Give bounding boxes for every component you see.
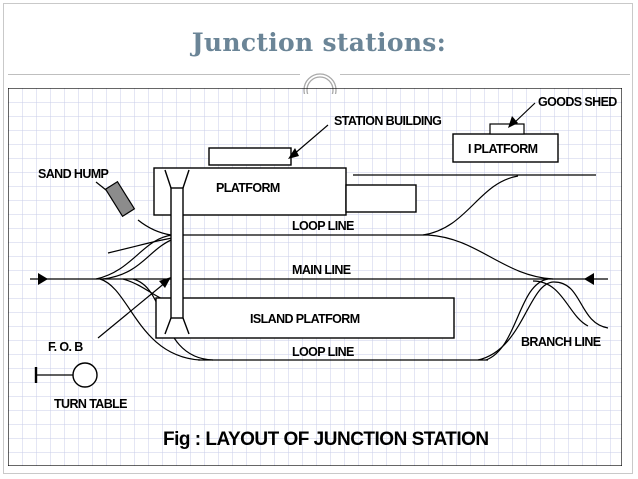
branch-line-label: BRANCH LINE bbox=[521, 335, 601, 349]
station-building-arrow-icon bbox=[288, 148, 299, 159]
platform-label: PLATFORM bbox=[216, 181, 280, 195]
platform-extension bbox=[345, 184, 417, 213]
station-building-label: STATION BUILDING bbox=[334, 114, 441, 128]
right-direction-arrow-icon bbox=[584, 273, 594, 285]
fob-arrow-icon bbox=[159, 277, 171, 288]
i-platform-label: I PLATFORM bbox=[468, 142, 538, 156]
goods-shed-arrow-icon bbox=[508, 116, 518, 128]
branch-line-track bbox=[477, 281, 609, 361]
goods-shed-label: GOODS SHED bbox=[538, 95, 617, 109]
loop-line-bottom-label: LOOP LINE bbox=[292, 345, 354, 359]
station-building-pointer bbox=[292, 124, 329, 156]
figure-caption: Fig : LAYOUT OF JUNCTION STATION bbox=[163, 429, 489, 450]
main-line-label: MAIN LINE bbox=[292, 263, 351, 277]
right-crossover-top bbox=[422, 175, 519, 236]
main-platform bbox=[153, 167, 347, 216]
right-crossover-main bbox=[427, 234, 554, 280]
left-crossover-top-2 bbox=[102, 237, 177, 280]
turn-table-label: TURN TABLE bbox=[54, 397, 127, 411]
foot-over-bridge bbox=[164, 169, 190, 335]
left-crossover-top bbox=[95, 234, 174, 280]
goods-shed bbox=[489, 123, 525, 135]
branch-line-spur bbox=[532, 280, 589, 327]
turn-table-icon bbox=[72, 362, 98, 388]
island-platform bbox=[155, 297, 455, 339]
junction-layout-diagram: STATION BUILDING GOODS SHED I PLATFORM P… bbox=[8, 88, 622, 466]
diagram-canvas: STATION BUILDING GOODS SHED I PLATFORM P… bbox=[8, 88, 622, 466]
right-crossover-bottom bbox=[485, 278, 549, 361]
fob-pointer bbox=[97, 281, 167, 339]
station-building bbox=[208, 147, 292, 166]
sand-hump-siding bbox=[137, 219, 172, 236]
goods-shed-pointer bbox=[512, 102, 536, 125]
slide-title: Junction stations: bbox=[191, 28, 447, 57]
fob-label: F. O. B bbox=[48, 340, 83, 354]
i-platform bbox=[452, 133, 559, 163]
loop-line-top-label: LOOP LINE bbox=[292, 219, 354, 233]
sand-hump-label: SAND HUMP bbox=[38, 167, 109, 181]
sand-hump-connector bbox=[107, 237, 174, 254]
sand-hump bbox=[104, 180, 136, 218]
left-crossover-bottom bbox=[99, 278, 201, 361]
slide-frame bbox=[3, 3, 633, 474]
island-platform-label: ISLAND PLATFORM bbox=[250, 312, 360, 326]
left-direction-arrow-icon bbox=[38, 273, 48, 285]
